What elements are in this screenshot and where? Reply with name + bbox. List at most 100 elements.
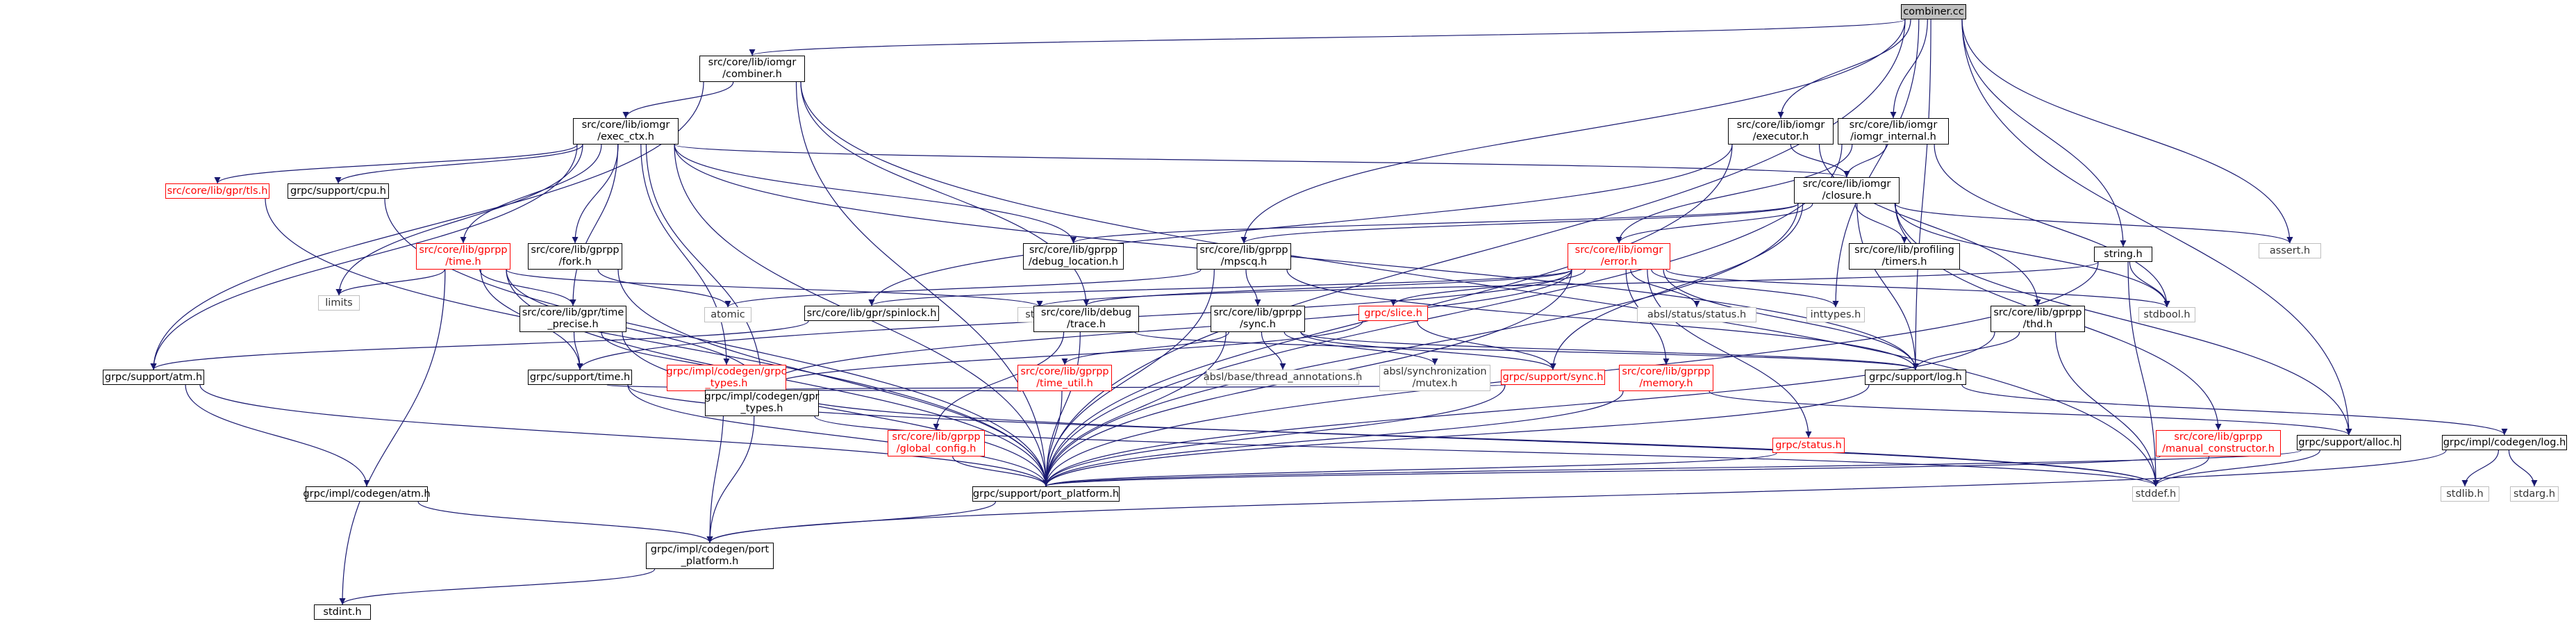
node-codegen-atm-h[interactable]: grpc/impl/codegen/atm.h — [303, 486, 431, 502]
edge-exec-ctx-h-to-time-h-red — [460, 144, 602, 244]
node-stdint-h[interactable]: stdint.h — [314, 604, 371, 620]
node-executor-h[interactable]: src/core/lib/iomgr /executor.h — [1728, 118, 1834, 145]
edge-gprpp-sync-h-to-support-log-h — [1300, 331, 1919, 370]
node-global-config-h[interactable]: src/core/lib/gprpp /global_config.h — [888, 430, 985, 456]
node-support-alloc-h[interactable]: grpc/support/alloc.h — [2297, 435, 2401, 450]
edge-support-time-h-to-stddef-h — [627, 384, 2159, 487]
edge-error-h-to-support-log-h — [1663, 269, 1919, 370]
node-string-h[interactable]: string.h — [2094, 247, 2152, 262]
edge-closure-h-to-debug-location-h — [1070, 203, 1799, 244]
node-gprpp-sync-h[interactable]: src/core/lib/gprpp /sync.h — [1211, 306, 1305, 332]
edge-exec-ctx-h-to-limits — [335, 144, 583, 296]
edge-closure-h-to-support-log-h — [1856, 203, 1919, 370]
edge-tls-h-to-port-platform-h — [265, 198, 1049, 487]
edge-string-h-to-stdbool-h — [2129, 261, 2170, 308]
edge-iomgr-combiner-h-to-exec-ctx-h — [622, 81, 734, 119]
edge-error-h-to-grpc-status-h — [1647, 269, 1812, 438]
edge-manual-constructor-h-to-stddef-h — [2152, 456, 2210, 487]
edge-iomgr-combiner-h-to-port-platform-h — [795, 81, 1049, 487]
edge-grpc-types-h-to-codegen-port-platform-h — [706, 390, 724, 543]
node-inttypes-h: inttypes.h — [1806, 307, 1865, 322]
edge-manual-constructor-h-to-port-platform-h — [1043, 456, 2161, 487]
node-gpr-types-h[interactable]: grpc/impl/codegen/gpr _types.h — [704, 390, 820, 416]
node-time-h-red[interactable]: src/core/lib/gprpp /time.h — [416, 243, 510, 270]
node-profiling-timers-h[interactable]: src/core/lib/profiling /timers.h — [1849, 243, 1960, 270]
edge-executor-h-to-thd-h — [1818, 144, 2041, 306]
node-stdarg-h: stdarg.h — [2510, 486, 2559, 502]
node-atm-h[interactable]: grpc/support/atm.h — [103, 370, 204, 385]
node-fork-h[interactable]: src/core/lib/gprpp /fork.h — [528, 243, 622, 270]
node-error-h[interactable]: src/core/lib/iomgr /error.h — [1568, 243, 1670, 270]
node-atomic: atomic — [704, 307, 751, 322]
node-support-time-h[interactable]: grpc/support/time.h — [528, 370, 632, 385]
node-debug-trace-h[interactable]: src/core/lib/debug /trace.h — [1033, 306, 1139, 332]
node-memory-h[interactable]: src/core/lib/gprpp /memory.h — [1619, 365, 1713, 391]
node-codegen-log-h[interactable]: grpc/impl/codegen/log.h — [2442, 435, 2567, 450]
edge-error-h-to-inttypes-h — [1651, 269, 1839, 308]
edge-string-h-to-stddef-h — [2127, 261, 2159, 487]
edge-combiner-cc-to-executor-h — [1777, 19, 1911, 119]
edge-exec-ctx-h-to-support-log-h — [674, 144, 1919, 370]
edge-iomgr-combiner-h-to-stddef-h — [800, 81, 2159, 487]
edge-atm-h-to-port-platform-h — [199, 384, 1049, 487]
edge-error-h-to-stdbool-h — [1665, 269, 2170, 308]
edge-exec-ctx-h-to-gpr-types-h — [645, 144, 765, 390]
node-spinlock-h[interactable]: src/core/lib/gpr/spinlock.h — [804, 306, 939, 321]
node-thd-h[interactable]: src/core/lib/gprpp /thd.h — [1991, 306, 2085, 332]
edge-iomgr-combiner-h-to-debug-trace-h — [800, 81, 1090, 306]
edge-grpc-status-h-to-port-platform-h — [1042, 452, 1777, 487]
node-time-util-h[interactable]: src/core/lib/gprpp /time_util.h — [1017, 365, 1112, 391]
edge-grpc-types-h-to-stddef-h — [781, 390, 2159, 487]
edge-closure-h-to-stdbool-h — [1894, 203, 2170, 308]
edge-gprpp-sync-h-to-port-platform-h — [1042, 331, 1227, 487]
edge-combiner-cc-to-iomgr-combiner-h — [749, 19, 1906, 56]
edge-exec-ctx-h-to-debug-location-h — [674, 144, 1077, 244]
edge-support-log-h-to-port-platform-h — [1042, 384, 1870, 487]
node-assert-h: assert.h — [2259, 243, 2321, 258]
edge-support-sync-h-to-port-platform-h — [1042, 384, 1506, 487]
edge-time-h-red-to-limits — [335, 269, 445, 296]
node-absl-mutex-h: absl/synchronization /mutex.h — [1379, 365, 1490, 391]
edge-gprpp-sync-h-to-thread-annotations-h — [1261, 331, 1286, 370]
node-exec-ctx-h[interactable]: src/core/lib/iomgr /exec_ctx.h — [573, 118, 679, 145]
node-manual-constructor-h[interactable]: src/core/lib/gprpp /manual_constructor.h — [2156, 430, 2281, 456]
node-closure-h[interactable]: src/core/lib/iomgr /closure.h — [1794, 177, 1900, 204]
node-grpc-status-h[interactable]: grpc/status.h — [1772, 438, 1845, 453]
edge-combiner-cc-to-mpscq-h — [1240, 19, 1906, 244]
node-support-sync-h[interactable]: grpc/support/sync.h — [1501, 370, 1605, 385]
node-iomgr-internal-h[interactable]: src/core/lib/iomgr /iomgr_internal.h — [1838, 118, 1949, 145]
node-combiner-cc: combiner.cc — [1901, 4, 1966, 19]
edge-support-alloc-h-to-stddef-h — [2152, 450, 2320, 487]
node-grpc-types-h[interactable]: grpc/impl/codegen/grpc _types.h — [667, 365, 787, 391]
edge-combiner-cc-to-support-alloc-h — [1961, 19, 2352, 436]
node-mpscq-h[interactable]: src/core/lib/gprpp /mpscq.h — [1197, 243, 1291, 270]
edge-gpr-types-h-to-stddef-h — [814, 415, 2159, 487]
edge-iomgr-internal-h-to-port-platform-h — [1042, 144, 1843, 487]
edge-support-time-h-to-port-platform-h — [627, 384, 1049, 487]
edge-combiner-cc-to-iomgr-internal-h — [1890, 19, 1928, 119]
node-grpc-slice-h[interactable]: grpc/slice.h — [1358, 306, 1428, 321]
node-port-platform-h[interactable]: grpc/support/port_platform.h — [972, 486, 1120, 502]
node-stdlib-h: stdlib.h — [2441, 486, 2489, 502]
edge-gprpp-sync-h-to-support-sync-h — [1300, 331, 1556, 370]
edge-exec-ctx-h-to-grpc-types-h — [640, 144, 730, 365]
edge-thd-h-to-port-platform-h — [1042, 331, 1995, 487]
node-time-precise-h[interactable]: src/core/lib/gpr/time _precise.h — [520, 306, 626, 332]
edge-combiner-cc-to-inttypes-h — [1832, 19, 1920, 308]
node-codegen-port-platform-h[interactable]: grpc/impl/codegen/port _platform.h — [646, 543, 774, 569]
node-support-log-h[interactable]: grpc/support/log.h — [1865, 370, 1966, 385]
node-iomgr-combiner-h[interactable]: src/core/lib/iomgr /combiner.h — [699, 56, 805, 82]
edge-gprpp-sync-h-to-time-util-h — [1061, 331, 1229, 365]
edge-support-log-h-to-codegen-log-h — [1961, 384, 2508, 436]
node-tls-h[interactable]: src/core/lib/gpr/tls.h — [165, 183, 269, 199]
edge-codegen-log-h-to-stdarg-h — [2508, 450, 2538, 487]
edge-atm-h-to-codegen-atm-h — [185, 384, 370, 487]
edge-debug-trace-h-to-port-platform-h — [1042, 331, 1081, 487]
edge-error-h-to-spinlock-h — [868, 269, 1572, 306]
node-debug-location-h[interactable]: src/core/lib/gprpp /debug_location.h — [1023, 243, 1124, 270]
node-cpu-h[interactable]: grpc/support/cpu.h — [288, 183, 389, 199]
edge-exec-ctx-h-to-closure-h — [674, 144, 1850, 178]
edge-time-util-h-to-port-platform-h — [1042, 390, 1063, 487]
node-stddef-h: stddef.h — [2132, 486, 2179, 502]
edge-closure-h-to-port-platform-h — [1042, 203, 1799, 487]
